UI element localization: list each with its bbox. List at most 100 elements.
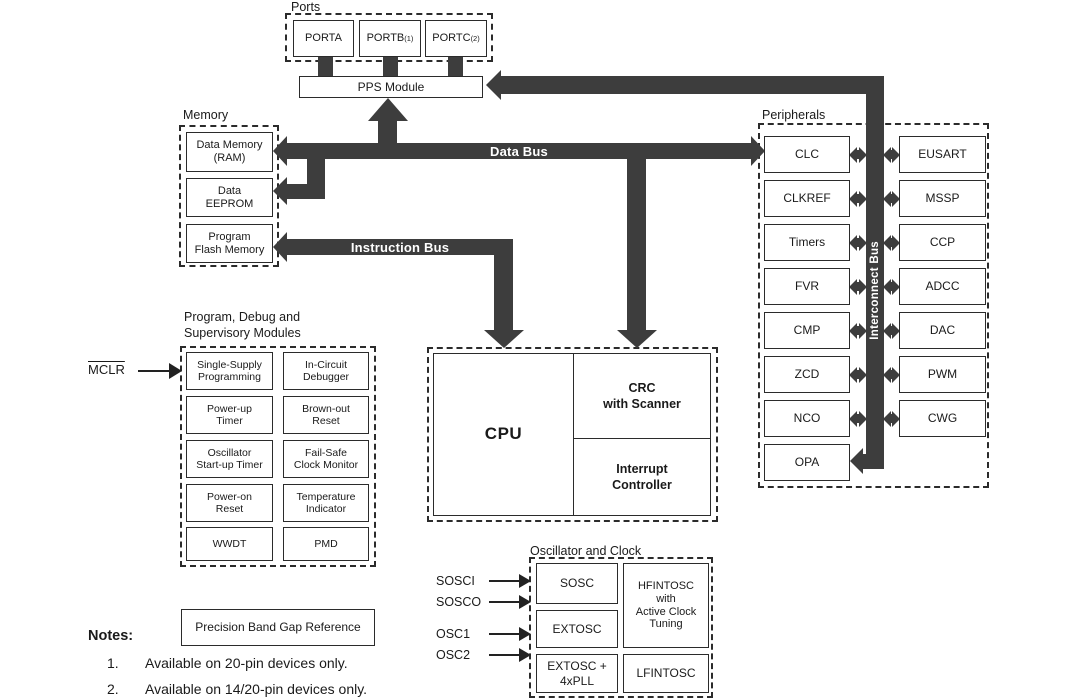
arrow-icon: [859, 278, 867, 295]
cpu-label: CPU: [484, 424, 523, 444]
power-up-timer-box: Power-up Timer: [186, 396, 273, 434]
arrow-icon: [892, 234, 900, 251]
portb-label: PORTB: [366, 32, 405, 45]
porta-pps-stem: [318, 57, 333, 77]
note-2-number: 2.: [107, 681, 119, 697]
peripheral-zcd-box: ZCD: [764, 356, 850, 393]
cpu-data-arrow-icon: [617, 330, 657, 348]
portc-label: PORTC: [432, 32, 471, 45]
peripheral-timers-box: Timers: [764, 224, 850, 261]
arrow-icon: [849, 410, 857, 427]
peripheral-pwm-box: PWM: [899, 356, 986, 393]
cpu-right-column: CRC with Scanner Interrupt Controller: [573, 354, 710, 515]
extosc-box: EXTOSC: [536, 610, 618, 648]
portc-pps-stem: [448, 57, 463, 77]
arrow-icon: [883, 410, 891, 427]
arrow-icon: [892, 278, 900, 295]
hfintosc-box: HFINTOSC with Active Clock Tuning: [623, 563, 709, 648]
band-gap-reference-box: Precision Band Gap Reference: [181, 609, 375, 646]
osc1-line: [489, 633, 520, 635]
arrow-icon: [883, 366, 891, 383]
connector-opa-arm: [861, 454, 884, 469]
extosc-4xpll-box: EXTOSC + 4xPLL: [536, 654, 618, 693]
crc-with-scanner-cell: CRC with Scanner: [574, 354, 710, 439]
mclr-line: [138, 370, 170, 372]
connector-cmp: [849, 322, 867, 339]
pps-module-label: PPS Module: [357, 79, 425, 94]
portc-note: (2): [470, 33, 480, 43]
arrow-icon: [859, 410, 867, 427]
osc2-arrow-icon: [519, 648, 531, 662]
memory-section-label: Memory: [183, 108, 229, 122]
osc1-pin-label: OSC1: [436, 627, 471, 641]
arrow-icon: [849, 278, 857, 295]
pmd-box: PMD: [283, 527, 369, 561]
connector-pwm: [883, 366, 900, 383]
peripheral-adcc-box: ADCC: [899, 268, 986, 305]
interconnect-bus-bar: [866, 76, 884, 469]
interconnect-bus-label: Interconnect Bus: [869, 240, 881, 340]
arrow-icon: [859, 146, 867, 163]
cpu-data-stem: [627, 158, 646, 331]
program-flash-memory-box: Program Flash Memory: [186, 224, 273, 263]
power-on-reset-box: Power-on Reset: [186, 484, 273, 522]
arrow-icon: [892, 366, 900, 383]
arrow-icon: [883, 278, 891, 295]
connector-timers: [849, 234, 867, 251]
arrow-icon: [883, 190, 891, 207]
cpu-block: CPU CRC with Scanner Interrupt Controlle…: [433, 353, 711, 516]
note-1-text: Available on 20-pin devices only.: [145, 655, 348, 671]
arrow-icon: [849, 146, 857, 163]
wwdt-box: WWDT: [186, 527, 273, 561]
sosco-pin-label: SOSCO: [436, 595, 482, 609]
data-bus-right-arrow-icon: [751, 136, 765, 166]
connector-ccp: [883, 234, 900, 251]
arrow-icon: [892, 190, 900, 207]
portc-box: PORTC(2): [425, 20, 487, 57]
arrow-icon: [849, 190, 857, 207]
connector-mssp: [883, 190, 900, 207]
peripheral-opa-box: OPA: [764, 444, 850, 481]
oscillator-startup-timer-box: Oscillator Start-up Timer: [186, 440, 273, 478]
arrow-icon: [859, 190, 867, 207]
mclr-pin-label: MCLR: [88, 362, 125, 377]
lfintosc-box: LFINTOSC: [623, 654, 709, 693]
arrow-icon: [892, 322, 900, 339]
in-circuit-debugger-box: In-Circuit Debugger: [283, 352, 369, 390]
peripheral-cwg-box: CWG: [899, 400, 986, 437]
note-1-number: 1.: [107, 655, 119, 671]
sosci-line: [489, 580, 520, 582]
sosci-pin-label: SOSCI: [436, 574, 475, 588]
portb-box: PORTB(1): [359, 20, 421, 57]
mclr-arrow-icon: [169, 363, 182, 379]
instruction-bus-bar: Instruction Bus: [287, 239, 513, 255]
connector-clkref: [849, 190, 867, 207]
sosci-arrow-icon: [519, 574, 531, 588]
arrow-icon: [883, 234, 891, 251]
interrupt-controller-cell: Interrupt Controller: [612, 461, 672, 492]
peripheral-fvr-box: FVR: [764, 268, 850, 305]
sosco-line: [489, 601, 520, 603]
instruction-bus-label: Instruction Bus: [350, 239, 450, 255]
porta-label: PORTA: [305, 32, 342, 45]
pps-module-box: PPS Module: [299, 76, 483, 98]
cpu-instruction-arrow-icon: [484, 330, 524, 348]
connector-cwg: [883, 410, 900, 427]
peripheral-cmp-box: CMP: [764, 312, 850, 349]
fail-safe-clock-monitor-box: Fail-Safe Clock Monitor: [283, 440, 369, 478]
connector-zcd: [849, 366, 867, 383]
porta-box: PORTA: [293, 20, 354, 57]
peripherals-section-label: Peripherals: [762, 108, 826, 122]
connector-adcc: [883, 278, 900, 295]
single-supply-programming-box: Single-Supply Programming: [186, 352, 273, 390]
sosc-box: SOSC: [536, 563, 618, 604]
peripheral-ccp-box: CCP: [899, 224, 986, 261]
arrow-icon: [849, 234, 857, 251]
connector-fvr: [849, 278, 867, 295]
feedback-bus-bar: [500, 76, 884, 94]
arrow-icon: [849, 366, 857, 383]
instruction-bus-left-arrow-icon: [273, 232, 287, 262]
debug-section-box: [180, 346, 376, 567]
data-bus-left-arrow-icon: [273, 136, 287, 166]
